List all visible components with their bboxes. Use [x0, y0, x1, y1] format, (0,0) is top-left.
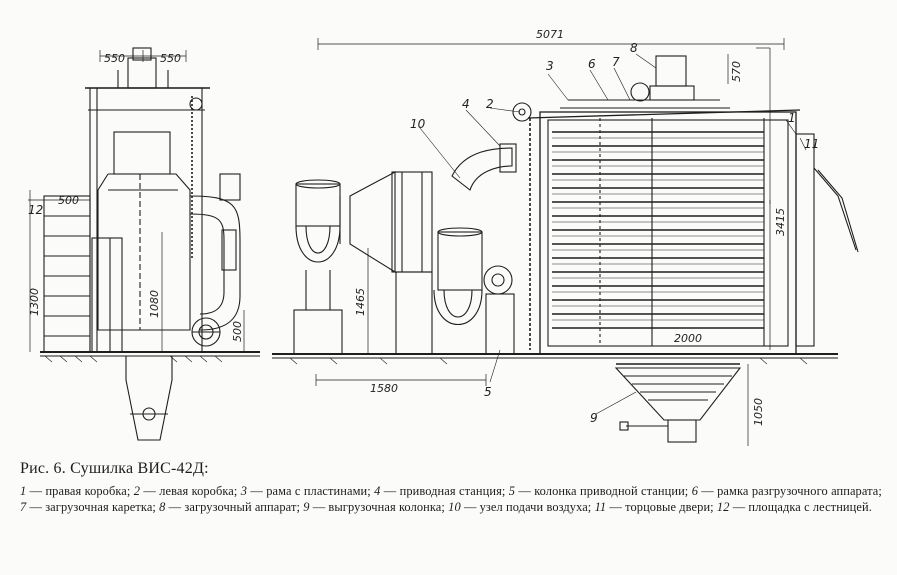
- dryer-drawing-svg: 550 550 500 1300 1080 500 5071 570 3415 …: [28, 28, 859, 446]
- callout-10: 10: [410, 117, 426, 131]
- dim-500-left: 500: [58, 194, 79, 207]
- dim-500-right: 500: [231, 321, 244, 342]
- caption-title: Рис. 6. Сушилка ВИС-42Д:: [20, 460, 209, 477]
- callout-labels: 1 2 3 4 5 6 7 8 9 10 11 12: [28, 41, 819, 425]
- callout-11: 11: [804, 137, 819, 151]
- legend-number: 1: [20, 484, 27, 498]
- callout-1: 1: [788, 111, 796, 125]
- legend-number: 2: [133, 484, 141, 498]
- dim-2000: 2000: [674, 332, 702, 345]
- legend-item: 5 — колонка приводной станции;: [508, 484, 689, 498]
- dim-1580: 1580: [370, 382, 398, 395]
- dim-1465: 1465: [354, 288, 367, 316]
- legend-item: 2 — левая коробка;: [133, 484, 238, 498]
- legend-text: площадка с лестницей.: [748, 499, 872, 514]
- callout-12: 12: [28, 203, 43, 217]
- caption-legend: 1 — правая коробка; 2 — левая коробка; 3…: [20, 484, 882, 515]
- dim-570: 570: [730, 61, 743, 82]
- technical-drawing: 550 550 500 1300 1080 500 5071 570 3415 …: [28, 28, 859, 446]
- legend-number: 8: [159, 499, 166, 514]
- callout-6: 6: [588, 57, 596, 71]
- legend-item: 10 — узел подачи воздуха;: [448, 499, 592, 514]
- legend-text: рама с пластинами;: [266, 484, 371, 498]
- legend-number: 5: [508, 484, 516, 498]
- legend-item: 8 — загрузочный аппарат;: [159, 499, 301, 514]
- dim-550-b: 550: [160, 52, 181, 65]
- legend-item: 1 — правая коробка;: [20, 484, 131, 498]
- legend-text: узел подачи воздуха;: [479, 499, 592, 514]
- callout-4: 4: [462, 97, 470, 111]
- legend-number: 12: [716, 499, 730, 514]
- dim-1300: 1300: [28, 288, 41, 316]
- legend-item: 11 — торцовые двери;: [594, 499, 714, 514]
- legend-number: 9: [303, 499, 310, 514]
- legend-text: правая коробка;: [45, 484, 131, 498]
- side-view: [272, 38, 859, 446]
- legend-item: 6 — рамка разгрузочного аппарата;: [691, 484, 882, 498]
- legend-text: загрузочный аппарат;: [184, 499, 301, 514]
- legend-item: 7 — загрузочная каретка;: [20, 499, 156, 514]
- legend-text: приводная станция;: [399, 484, 506, 498]
- callout-7: 7: [612, 55, 620, 69]
- legend-item: 12 — площадка с лестницей.: [716, 499, 872, 514]
- callout-5: 5: [484, 385, 492, 399]
- legend-number: 10: [448, 499, 461, 514]
- legend-text: выгрузочная колонка;: [328, 499, 445, 514]
- end-view: [28, 47, 260, 441]
- legend-text: загрузочная каретка;: [45, 499, 156, 514]
- dimension-labels: 550 550 500 1300 1080 500 5071 570 3415 …: [28, 28, 787, 426]
- legend-text: левая коробка;: [159, 484, 238, 498]
- callout-8: 8: [630, 41, 638, 55]
- legend-number: 3: [240, 484, 248, 498]
- legend-item: 3 — рама с пластинами;: [240, 484, 371, 498]
- dim-5071: 5071: [536, 28, 564, 41]
- dim-550-a: 550: [104, 52, 125, 65]
- callout-9: 9: [590, 411, 598, 425]
- legend-number: 4: [374, 484, 381, 498]
- legend-number: 11: [594, 499, 607, 514]
- callout-3: 3: [546, 59, 554, 73]
- figure-caption: Рис. 6. Сушилка ВИС-42Д: 1 — правая коро…: [20, 460, 882, 515]
- legend-number: 6: [691, 484, 698, 498]
- legend-number: 7: [20, 499, 27, 514]
- legend-item: 9 — выгрузочная колонка;: [303, 499, 445, 514]
- legend-text: торцовые двери;: [625, 499, 714, 514]
- dim-3415: 3415: [774, 208, 787, 236]
- callout-2: 2: [486, 97, 494, 111]
- legend-text: колонка приводной станции;: [534, 484, 689, 498]
- dim-1080: 1080: [148, 290, 161, 318]
- dim-1050: 1050: [752, 398, 765, 426]
- legend-text: рамка разгрузочного аппарата;: [717, 484, 882, 498]
- legend-item: 4 — приводная станция;: [374, 484, 506, 498]
